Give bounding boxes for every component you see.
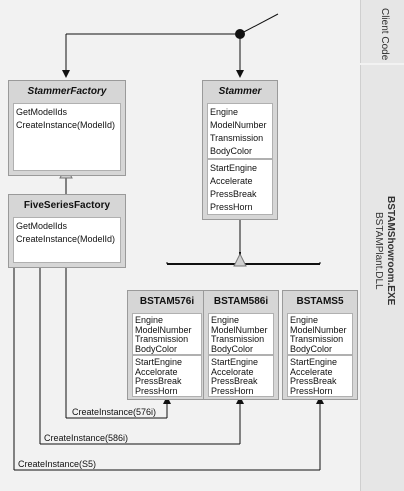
property-row: Engine xyxy=(135,315,164,325)
property-row: ModelNumber xyxy=(211,324,268,335)
stammer-inherit-triangle xyxy=(233,252,247,267)
property-row: ModelNumber xyxy=(135,324,192,335)
bstams5-title: BSTAMS5 xyxy=(296,296,344,307)
bstam576i-properties: Engine ModelNumber Transmission BodyColo… xyxy=(132,313,202,355)
method-row: PressBreak xyxy=(211,376,258,386)
property-row: Transmission xyxy=(210,133,264,143)
method-row: PressBreak xyxy=(290,376,337,386)
property-row: Transmission xyxy=(290,334,344,344)
arrow-to-586i xyxy=(236,396,244,404)
stammer-title: Stammer xyxy=(218,86,262,97)
client-code-node xyxy=(235,29,245,39)
method-row: PressBreak xyxy=(210,189,257,199)
property-row: BodyColor xyxy=(210,146,253,156)
bstam576i-title: BSTAM576i xyxy=(139,296,195,307)
bstam586i-title: BSTAM586i xyxy=(213,296,269,307)
property-row: Engine xyxy=(211,315,240,325)
method-row: GetModelIds xyxy=(16,107,68,117)
stammer-class: Stammer Engine ModelNumber Transmission … xyxy=(202,80,278,220)
method-row: CreateInstance(ModelId) xyxy=(16,234,116,244)
five-series-factory-title: FiveSeriesFactory xyxy=(23,200,111,211)
bstam586i-properties: Engine ModelNumber Transmission BodyColo… xyxy=(208,313,274,355)
five-series-factory-class: FiveSeriesFactory GetModelIds CreateInst… xyxy=(8,194,126,268)
property-row: Transmission xyxy=(211,334,265,344)
stammer-factory-title: StammerFactory xyxy=(27,86,107,97)
method-row: PressHorn xyxy=(135,385,178,396)
stammer-factory-methods: GetModelIds CreateInstance(ModelId) xyxy=(13,103,121,171)
property-row: Engine xyxy=(210,107,239,117)
arrow-to-s5 xyxy=(316,396,324,404)
bstam576i-class: BSTAM576i Engine ModelNumber Transmissio… xyxy=(127,290,207,400)
bstam586i-class: BSTAM586i Engine ModelNumber Transmissio… xyxy=(203,290,279,400)
five-series-factory-methods: GetModelIds CreateInstance(ModelId) xyxy=(13,217,121,263)
bstams5-methods: StartEngine Accelerate PressBreak PressH… xyxy=(287,355,353,397)
arrow-to-stammer xyxy=(236,70,244,78)
method-row: Accelorate xyxy=(211,366,254,377)
property-row: BodyColor xyxy=(290,343,333,354)
method-row: PressHorn xyxy=(290,385,333,396)
arrow-to-576i xyxy=(163,396,171,404)
call-label-s5: CreateInstance(S5) xyxy=(18,459,97,469)
method-row: PressHorn xyxy=(210,202,253,212)
client-code-band xyxy=(360,0,404,63)
method-row: PressHorn xyxy=(211,385,254,396)
method-row: Accelerate xyxy=(290,366,333,377)
property-row: Transmission xyxy=(135,334,189,344)
bstam576i-methods: StartEngine Accelorate PressBreak PressH… xyxy=(132,355,202,397)
stammer-factory-class: StammerFactory GetModelIds CreateInstanc… xyxy=(8,80,126,176)
method-row: PressBreak xyxy=(135,376,182,386)
method-row: Accelerate xyxy=(210,176,253,186)
property-row: BodyColor xyxy=(211,343,254,354)
bstam586i-methods: StartEngine Accelorate PressBreak PressH… xyxy=(208,355,274,397)
bstams5-properties: Engine ModelNumber Transmission BodyColo… xyxy=(287,313,353,355)
property-row: Engine xyxy=(290,315,319,325)
stammer-methods: StartEngine Accelerate PressBreak PressH… xyxy=(207,159,273,215)
stammer-properties: Engine ModelNumber Transmission BodyColo… xyxy=(207,103,273,159)
property-row: ModelNumber xyxy=(290,324,347,335)
connector-client-diagonal xyxy=(239,13,279,35)
call-label-576i: CreateInstance(576i) xyxy=(72,407,157,417)
property-row: ModelNumber xyxy=(210,120,267,130)
method-row: StartEngine xyxy=(210,163,258,173)
dll-band xyxy=(360,65,404,491)
property-row: BodyColor xyxy=(135,343,178,354)
method-row: StartEngine xyxy=(290,357,338,367)
bstams5-class: BSTAMS5 Engine ModelNumber Transmission … xyxy=(282,290,358,400)
method-row: StartEngine xyxy=(135,357,183,367)
arrow-to-factory xyxy=(62,70,70,78)
method-row: StartEngine xyxy=(211,357,259,367)
method-row: CreateInstance(ModelId) xyxy=(16,120,116,130)
method-row: GetModelIds xyxy=(16,221,68,231)
call-label-586i: CreateInstance(586i) xyxy=(44,433,129,443)
method-row: Accelorate xyxy=(135,366,178,377)
